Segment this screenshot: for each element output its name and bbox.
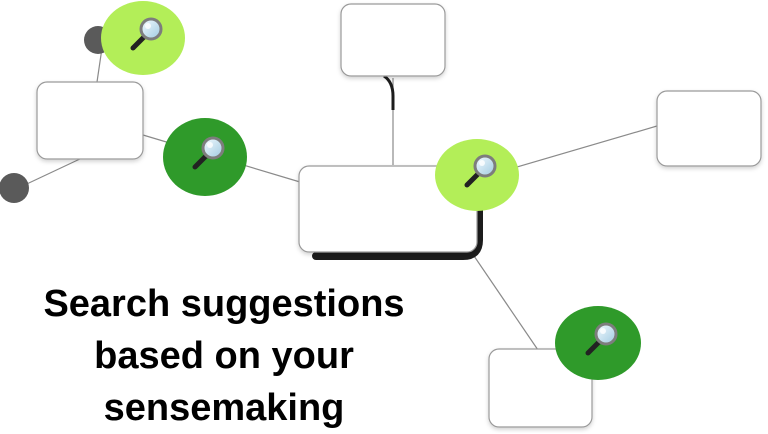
strong-connector xyxy=(312,186,483,260)
node-top[interactable] xyxy=(340,3,446,77)
node-right[interactable] xyxy=(656,90,762,167)
caption: Search suggestions based on your sensema… xyxy=(8,278,440,434)
nodes xyxy=(36,3,762,428)
strong-connector xyxy=(383,74,395,110)
edge xyxy=(96,47,103,83)
search-suggestion-center[interactable] xyxy=(435,139,519,211)
search-suggestion-bottom-right[interactable] xyxy=(555,306,641,380)
node-left[interactable] xyxy=(36,81,144,160)
edge xyxy=(471,252,539,351)
search-suggestion-top-left[interactable] xyxy=(101,1,185,75)
node-bottom[interactable] xyxy=(488,348,593,428)
edge xyxy=(499,125,658,173)
caption-line: based on your xyxy=(94,335,354,377)
endpoint-dot[interactable] xyxy=(0,173,29,203)
caption-line: sensemaking xyxy=(103,387,345,429)
caption-line: Search suggestions xyxy=(43,283,405,325)
search-suggestion-mid-left[interactable] xyxy=(163,118,247,196)
